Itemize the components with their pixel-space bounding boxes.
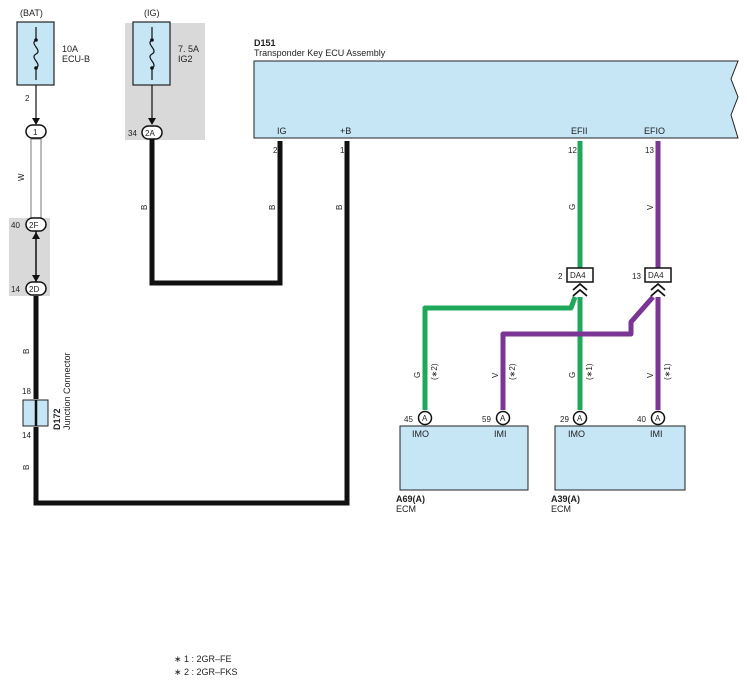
- wire-v-2grfks: [500, 295, 655, 410]
- da4-id: DA4: [570, 271, 586, 280]
- ecm-terminal-imo: IMO: [568, 429, 585, 439]
- ecm-a69: 45 A 59 A IMO IMI A69(A) ECM: [396, 410, 529, 514]
- connector-2a-id: 2A: [145, 129, 155, 138]
- wire-color-v: V: [491, 372, 500, 378]
- connector-2d-pin: 14: [11, 285, 20, 294]
- connector-1-id: 1: [33, 128, 38, 137]
- chevron-up-icon: [572, 288, 588, 297]
- junction-pin-out: 14: [22, 431, 31, 440]
- wire-color-g: G: [413, 372, 422, 378]
- ecm-code: A39(A): [551, 494, 580, 504]
- wire-b-circuit: [33, 141, 350, 506]
- chevron-up-icon: [650, 288, 666, 297]
- wire-g-2grfks: [422, 296, 578, 410]
- ecu-terminal-ig: IG: [277, 126, 287, 136]
- da4-id: DA4: [648, 271, 664, 280]
- wire-color-v: V: [646, 204, 655, 210]
- ecm-connector: A: [655, 414, 661, 423]
- wire-color-v: V: [646, 372, 655, 378]
- ig-fuse-name: IG2: [178, 54, 193, 64]
- ecm-terminal-imi: IMI: [650, 429, 663, 439]
- wire-color-g: G: [568, 372, 577, 378]
- ecm-terminal-imi: IMI: [494, 429, 507, 439]
- wire-color-w: W: [17, 173, 26, 181]
- ecu-terminal-efii: EFII: [571, 126, 588, 136]
- ecu-pin-b: 1: [340, 146, 345, 155]
- ecm-box: [554, 425, 686, 491]
- variant-note: (∗1): [585, 363, 594, 380]
- wire-ig-circuit: [149, 139, 283, 286]
- junction-code: D172: [52, 408, 62, 430]
- ecm-pin: 59: [482, 415, 491, 424]
- wire-color-b: B: [140, 205, 149, 210]
- da4-pin: 13: [632, 272, 641, 281]
- chevron-up-icon: [650, 282, 666, 291]
- connector-da4-efio: 13 DA4: [632, 267, 672, 297]
- junction-connector: 18 14 D172 Junction Connector: [22, 352, 72, 440]
- variant-note: (∗1): [663, 363, 672, 380]
- bat-fuse-pin: 2: [25, 94, 30, 103]
- variant-note-1: ∗ 1 : 2GR–FE: [174, 654, 232, 664]
- junction-pin-in: 18: [22, 387, 31, 396]
- ecm-terminal-imo: IMO: [412, 429, 429, 439]
- arrow-icon: [32, 232, 40, 239]
- ig-fuse-pin: 34: [128, 129, 137, 138]
- bat-fuse: (BAT) 10A ECU-B: [16, 8, 90, 86]
- ecu-name: Transponder Key ECU Assembly: [254, 48, 386, 58]
- ecu-terminal-b: +B: [340, 126, 351, 136]
- connector-2f-id: 2F: [29, 221, 38, 230]
- arrow-icon: [32, 118, 40, 125]
- ecu-pin-ig: 2: [273, 146, 278, 155]
- ig-fuse: (IG) 7. 5A IG2: [132, 8, 199, 86]
- bat-fuse-rating: 10A: [62, 44, 78, 54]
- ecm-name: ECM: [551, 504, 571, 514]
- ecm-code: A69(A): [396, 494, 425, 504]
- ecu-terminal-efio: EFIO: [644, 126, 665, 136]
- ecm-connector: A: [500, 414, 506, 423]
- wire-color-b: B: [268, 205, 277, 210]
- connector-2f-pin: 40: [11, 221, 20, 230]
- ecu-code: D151: [254, 38, 276, 48]
- ecm-box: [399, 425, 529, 491]
- bat-supply-label: (BAT): [20, 8, 43, 18]
- wire-color-g: G: [568, 204, 577, 210]
- ig-fuse-rating: 7. 5A: [178, 44, 199, 54]
- ig-supply-label: (IG): [144, 8, 160, 18]
- connector-1: 1: [25, 124, 47, 139]
- ecm-pin: 29: [560, 415, 569, 424]
- wire-color-b: B: [22, 349, 31, 354]
- fuse-symbol: [149, 27, 155, 80]
- ecm-name: ECM: [396, 504, 416, 514]
- ecm-connector: A: [577, 414, 583, 423]
- wire-color-b: B: [22, 465, 31, 470]
- ecu-pin-efio: 13: [645, 146, 654, 155]
- arrow-icon: [148, 118, 156, 125]
- da4-pin: 2: [558, 272, 563, 281]
- ecm-a39: 29 A 40 A IMO IMI A39(A) ECM: [551, 410, 686, 514]
- variant-note: (∗2): [430, 363, 439, 380]
- connector-2d-id: 2D: [29, 285, 39, 294]
- variant-note-2: ∗ 2 : 2GR–FKS: [174, 667, 238, 677]
- ecu-pin-efii: 12: [568, 146, 577, 155]
- connector-da4-efii: 2 DA4: [558, 267, 594, 297]
- white-wire: [30, 138, 42, 220]
- chevron-up-icon: [572, 282, 588, 291]
- ecu-box: [253, 60, 739, 139]
- ecm-connector: A: [422, 414, 428, 423]
- fuse-symbol: [33, 27, 39, 80]
- variant-note: (∗2): [508, 363, 517, 380]
- bat-fuse-name: ECU-B: [62, 54, 90, 64]
- connector-2d: 14 2D: [11, 281, 47, 296]
- connector-2a: 34 2A: [128, 125, 163, 140]
- wire-color-b: B: [335, 205, 344, 210]
- junction-name: Junction Connector: [62, 352, 72, 430]
- arrow-icon: [32, 275, 40, 282]
- ecm-pin: 45: [404, 415, 413, 424]
- ecm-pin: 40: [637, 415, 646, 424]
- transponder-key-ecu: D151 Transponder Key ECU Assembly IG +B …: [253, 38, 739, 139]
